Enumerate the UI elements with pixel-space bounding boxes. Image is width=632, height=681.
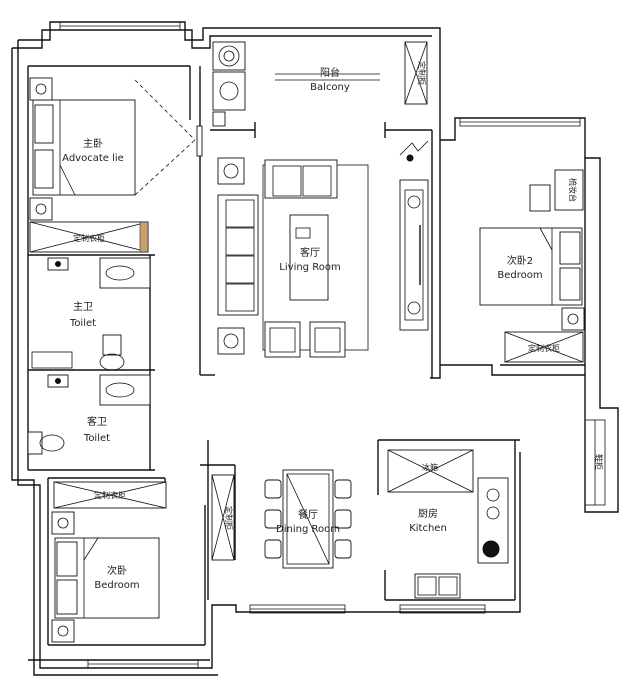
master-bedroom: 定制衣柜 主卧 Advocate lie [29,77,203,253]
side-cabinet-label: 定制柜 [224,506,234,530]
desk-label: 梳妆台 [568,178,578,202]
kitchen-name-zh: 厨房 [418,507,438,520]
nightstand-lamp-icon [51,619,75,643]
master-bedroom-name-zh: 主卧 [83,137,103,150]
wardrobe-second2-label: 定制衣柜 [528,343,560,353]
second-bedroom-2: 梳妆台 定制衣柜 次卧2 Bedroom 鞋柜 [479,169,604,470]
living-room-name-zh: 客厅 [300,246,320,259]
living-room: 客厅 Living Room [217,140,429,358]
floor-lamp-icon [217,157,245,185]
washing-machine-icon [212,41,246,71]
kitchen: 冰箱 厨房 Kitchen [387,449,509,599]
balcony-cabinet-label: 定制柜 [417,61,427,85]
master-toilet-name-en: Toilet [69,318,96,329]
master-toilet: 主卫 Toilet [31,257,151,371]
plant-icon [399,140,429,156]
kitchen-name-en: Kitchen [409,523,447,534]
tv-cabinet [399,179,429,331]
chair [334,479,352,499]
second-bedroom-2-name-en: Bedroom [497,270,542,281]
plant-icon [406,154,414,162]
fridge-label: 冰箱 [422,462,438,472]
chair [529,184,551,212]
dryer-icon [212,71,246,111]
chair [264,479,282,499]
nightstand-lamp-icon [29,77,53,101]
chair [264,539,282,559]
interior-walls [27,65,586,646]
desk [554,169,584,211]
toilet-icon [102,334,122,356]
chair [264,509,282,529]
chair [334,539,352,559]
second-bedroom: 定制衣柜 次卧 Bedroom [51,481,167,643]
balcony: 定制柜 阳台 Balcony [212,41,428,127]
wardrobe-master-label: 定制衣柜 [73,233,105,243]
second-bedroom-name-zh: 次卧 [107,564,127,577]
burner-icon [482,540,500,558]
dining-room-name-en: Dining Room [276,524,340,535]
chair [334,509,352,529]
wardrobe-second-label: 定制衣柜 [94,490,126,500]
balcony-name-en: Balcony [310,82,350,93]
dining-room-name-zh: 餐厅 [298,508,318,521]
shoe-cabinet-label: 鞋柜 [594,454,604,470]
tv-panel [196,125,203,157]
toilet-icon [27,431,43,455]
nightstand-lamp-icon [561,307,585,331]
washbasin [99,257,151,289]
living-room-name-en: Living Room [279,262,340,273]
guest-toilet-name-zh: 客卫 [87,415,107,428]
nightstand-lamp-icon [51,511,75,535]
dining-room: 定制柜 餐厅 Dining Room [211,469,352,569]
windows [59,21,606,669]
floor-lamp-icon [217,327,245,355]
master-toilet-name-zh: 主卫 [73,301,93,313]
second-bedroom-name-en: Bedroom [94,580,139,591]
sink [414,573,461,599]
washbasin [99,374,151,406]
guest-toilet: 客卫 Toilet [27,374,151,455]
guest-toilet-name-en: Toilet [83,433,110,444]
nightstand-lamp-icon [29,197,53,221]
second-bedroom-2-name-zh: 次卧2 [507,254,533,267]
balcony-name-zh: 阳台 [320,66,340,79]
master-bedroom-name-en: Advocate lie [62,153,124,164]
